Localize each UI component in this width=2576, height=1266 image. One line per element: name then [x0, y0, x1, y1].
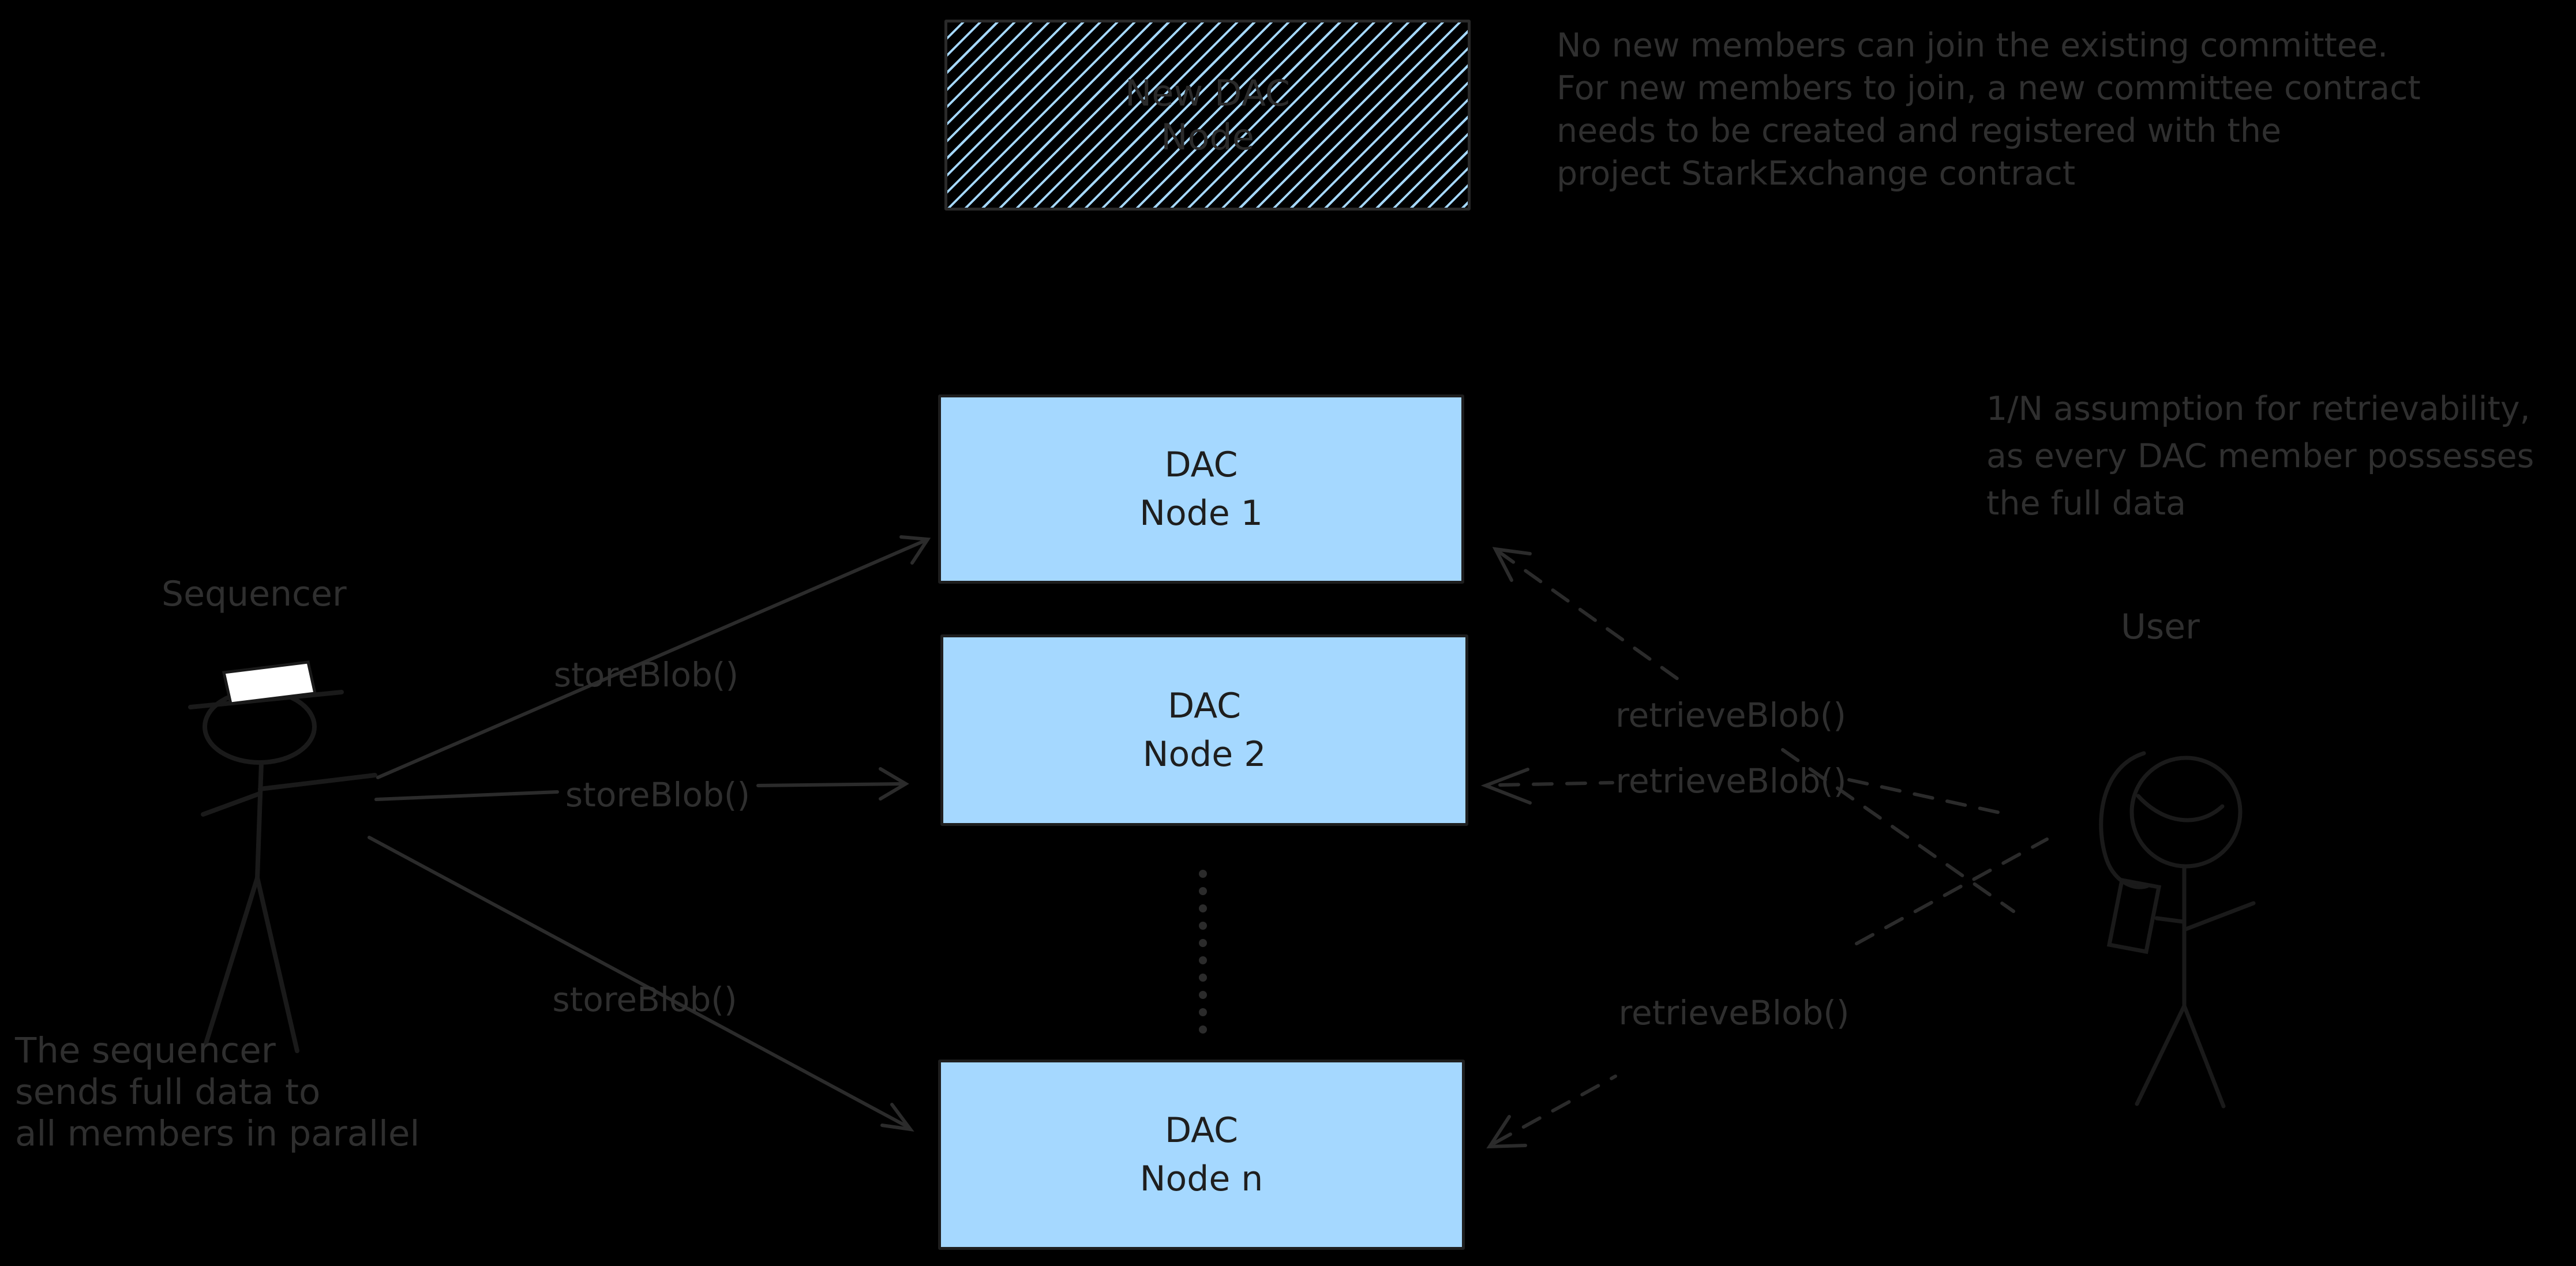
new-dac-node-label-line1: New DAC — [1124, 72, 1291, 114]
committee-annotation: No new members can join the existing com… — [1557, 24, 2421, 195]
store-blob-label-2: storeBlob() — [565, 775, 751, 814]
new-dac-node-label-line2: Node — [1161, 115, 1254, 158]
dac-node-2-label-line1: DAC — [1167, 686, 1242, 726]
committee-annotation-line1: No new members can join the existing com… — [1557, 27, 2388, 65]
parallel-annotation-line2: sends full data to — [15, 1072, 321, 1113]
store-blob-label-3: storeBlob() — [552, 980, 737, 1019]
dac-node-1-box: DAC Node 1 — [938, 395, 1464, 584]
store-arrow-noden — [368, 836, 914, 1132]
committee-annotation-line3: needs to be created and registered with … — [1557, 112, 2282, 150]
new-dac-node-box: New DAC Node — [944, 20, 1471, 211]
store-blob-label-1: storeBlob() — [553, 655, 739, 694]
dac-node-1-label-line2: Node 1 — [1139, 493, 1263, 534]
retrieve-arrow-noden — [1486, 837, 2049, 1149]
store-arrow-node2 — [374, 767, 909, 801]
dac-node-n-box: DAC Node n — [938, 1060, 1465, 1250]
committee-annotation-line2: For new members to join, a new committee… — [1557, 69, 2421, 107]
sequencer-hat-icon — [222, 660, 317, 705]
dac-node-1-label-line1: DAC — [1164, 445, 1238, 485]
retrievability-annotation-line1: 1/N assumption for retrievability, — [1986, 390, 2530, 428]
parallel-annotation-line1: The sequencer — [15, 1030, 276, 1071]
parallel-annotation-line3: all members in parallel — [15, 1113, 420, 1154]
dac-node-2-label-line2: Node 2 — [1142, 734, 1266, 775]
parallel-annotation: The sequencer sends full data to all mem… — [15, 1030, 419, 1155]
retrieve-arrow-node2 — [1480, 768, 2009, 816]
retrieve-arrow-node1 — [1492, 547, 2015, 913]
sequencer-label: Sequencer — [162, 574, 347, 614]
dac-node-n-label-line2: Node n — [1139, 1159, 1263, 1199]
retrievability-annotation-line2: as every DAC member possesses — [1986, 437, 2534, 475]
retrievability-annotation: 1/N assumption for retrievability, as ev… — [1986, 385, 2534, 527]
dac-node-n-label-line1: DAC — [1164, 1110, 1239, 1151]
user-stick-figure-icon — [2099, 751, 2256, 1109]
retrieve-blob-label-3: retrieveBlob() — [1618, 993, 1850, 1032]
sequencer-stick-figure-icon — [188, 660, 377, 1053]
store-arrow-node1 — [376, 535, 931, 779]
dotted-ellipsis-connector — [1199, 870, 1207, 1034]
committee-annotation-line4: project StarkExchange contract — [1557, 155, 2076, 193]
user-label: User — [2121, 607, 2200, 647]
dac-node-2-box: DAC Node 2 — [940, 634, 1468, 826]
retrieve-blob-label-1: retrieveBlob() — [1615, 696, 1847, 735]
retrieve-blob-label-2: retrieveBlob() — [1615, 761, 1847, 801]
retrievability-annotation-line3: the full data — [1986, 484, 2187, 523]
